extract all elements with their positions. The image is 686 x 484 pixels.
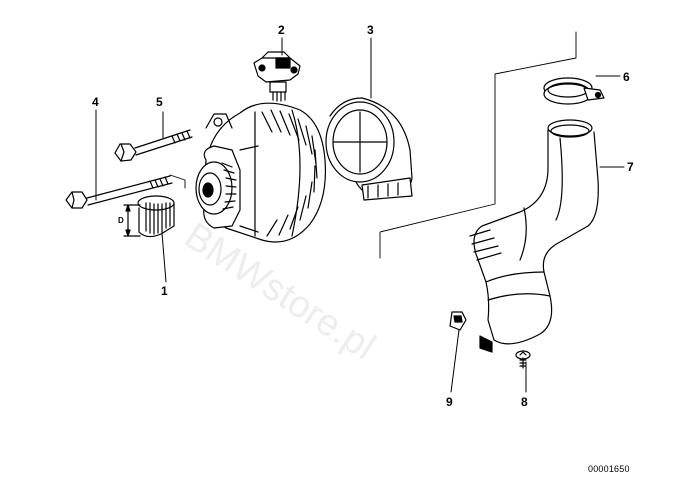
callout-3: 3 [367, 23, 374, 37]
callout-6: 6 [623, 70, 630, 84]
part-9-clip-nut [449, 311, 467, 331]
callout-9: 9 [446, 395, 453, 409]
part-1-bushing [123, 195, 175, 238]
part-3-air-duct-housing [325, 97, 413, 201]
assembly-lines [169, 31, 577, 259]
part-8-screw [515, 350, 531, 369]
part-2-regulator [253, 51, 301, 102]
part-5-short-bolt [114, 129, 193, 162]
part-6-hose-clamp [543, 77, 605, 105]
part-7-air-hose [469, 119, 599, 353]
callout-4: 4 [92, 95, 99, 109]
callout-7: 7 [627, 160, 634, 174]
callout-1: 1 [161, 284, 168, 298]
dimension-label: D [118, 216, 124, 225]
alternator [195, 102, 327, 243]
callout-2: 2 [278, 23, 285, 37]
callout-8: 8 [521, 395, 528, 409]
callout-5: 5 [156, 95, 163, 109]
document-number: 00001650 [588, 464, 630, 474]
leader-lines [95, 37, 625, 393]
part-4-long-bolt [65, 175, 173, 209]
